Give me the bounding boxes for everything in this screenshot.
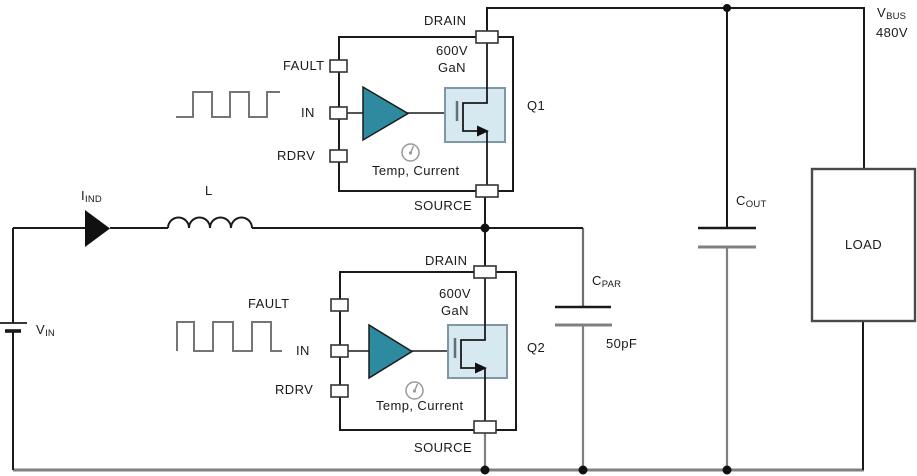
q1-rdrv-pin <box>329 149 348 163</box>
q1-source-label: SOURCE <box>414 198 473 213</box>
q1-fet-box <box>444 87 506 143</box>
vbus-rail-wire <box>486 7 865 169</box>
q1-fet-source-arrow-icon <box>477 125 489 137</box>
junction-dot-rail-cout <box>722 465 732 475</box>
junction-dot-vbus-cout <box>723 4 731 12</box>
q2-gate-driver-triangle-icon <box>368 323 414 380</box>
current-arrow-icon <box>85 210 110 247</box>
q1-drain-label: DRAIN <box>424 13 467 28</box>
q2-name-label: Q2 <box>527 340 546 355</box>
cpar-label: CPAR <box>592 273 622 291</box>
q2-drain-label: DRAIN <box>425 253 468 268</box>
q2-source-pin <box>473 420 497 434</box>
q2-rdrv-label: RDRV <box>275 382 314 397</box>
q1-name-label: Q1 <box>527 98 546 113</box>
load-box <box>810 167 917 323</box>
battery-icon <box>0 322 27 333</box>
q2-gauge-icon <box>405 381 424 400</box>
q1-in-pin <box>329 106 348 120</box>
q1-drain-pin <box>475 30 499 44</box>
q2-fet-source-arrow-icon <box>475 362 487 374</box>
iind-label: IIND <box>81 188 102 206</box>
junction-dot-rail-q2source <box>480 465 490 475</box>
cout-capacitor-icon <box>698 226 756 249</box>
q2-fault-label: FAULT <box>248 296 290 311</box>
q2-in-label: IN <box>296 343 310 358</box>
q1-source-pin <box>475 184 499 198</box>
q1-gate-driver-triangle-icon <box>362 85 410 142</box>
vbus-label: VBUS <box>877 5 907 23</box>
q1-fet-symbol <box>462 43 488 185</box>
q2-in-pin <box>330 344 349 358</box>
junction-dot-rail-cpar <box>578 465 588 475</box>
cout-label: COUT <box>736 193 767 211</box>
inductor-label: L <box>205 183 213 198</box>
vbus-value-label: 480V <box>876 25 908 40</box>
vin-label: VIN <box>36 322 55 340</box>
q2-pwm-waveform-icon <box>176 321 282 352</box>
q1-fault-label: FAULT <box>283 58 325 73</box>
q1-pwm-waveform-icon <box>176 91 280 118</box>
q2-module <box>330 265 517 434</box>
q1-module <box>329 30 514 198</box>
q2-fault-pin <box>330 298 349 312</box>
q1-fault-pin <box>329 59 348 73</box>
q2-fet-symbol <box>460 278 486 421</box>
q2-rating-label: 600V <box>439 286 471 301</box>
cpar-value-label: 50pF <box>606 336 638 351</box>
q1-gauge-icon <box>401 143 420 162</box>
q1-sense-label: Temp, Current <box>372 163 460 178</box>
q1-rating-label: 600V <box>436 43 468 58</box>
q2-source-label: SOURCE <box>414 440 473 455</box>
q2-rdrv-pin <box>330 384 349 398</box>
q1-tech-label: GaN <box>438 60 466 75</box>
q2-drain-pin <box>473 265 497 279</box>
load-label: LOAD <box>844 237 882 252</box>
q1-in-label: IN <box>301 105 315 120</box>
q2-sense-label: Temp, Current <box>376 398 464 413</box>
q1-rdrv-label: RDRV <box>277 148 316 163</box>
junction-dot-switch-node <box>480 223 490 233</box>
q2-tech-label: GaN <box>441 303 469 318</box>
cpar-capacitor-icon <box>555 305 612 327</box>
inductor-coil <box>167 216 253 229</box>
